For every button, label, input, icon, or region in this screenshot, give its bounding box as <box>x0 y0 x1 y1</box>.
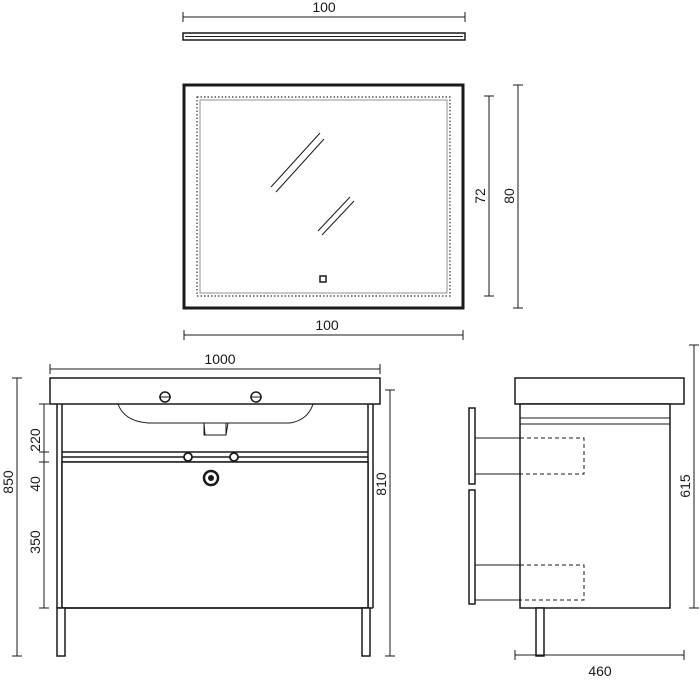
drawer-front <box>61 461 369 609</box>
side-carcass <box>519 403 671 609</box>
gap-height-label: 40 <box>27 476 43 492</box>
cabinet-width-label: 1000 <box>204 351 235 367</box>
right-leg <box>361 607 371 657</box>
mirror-outer-frame <box>182 83 465 310</box>
mirror-top-width-label: 100 <box>312 0 336 15</box>
siphon-outline <box>172 422 238 436</box>
side-basin-top <box>514 377 685 405</box>
basin-bowl <box>117 403 314 424</box>
mirror-bottom-width-label: 100 <box>315 317 339 333</box>
mirror-inner-height-label: 72 <box>472 188 488 204</box>
side-depth-label: 460 <box>588 663 612 679</box>
reflection-line <box>275 138 325 193</box>
mirror-glass <box>199 99 448 294</box>
side-leg <box>535 607 545 657</box>
touch-switch-icon <box>319 275 327 283</box>
cabinet-side-view: 615 460 <box>468 344 699 679</box>
connection-hole-icon <box>183 452 193 462</box>
reflection-line <box>270 132 321 188</box>
mirror-front-view: 100 72 80 <box>182 83 523 340</box>
upper-drawer-hidden <box>520 437 585 475</box>
lower-drawer-height-label: 350 <box>27 530 43 554</box>
lower-drawer-hidden <box>520 564 585 601</box>
upper-drawer-height-label: 220 <box>27 428 43 452</box>
connection-hole-icon <box>229 452 239 462</box>
drain-hole-center <box>208 475 214 481</box>
upper-drawer-front-side <box>468 407 476 485</box>
reflection-line <box>317 196 351 232</box>
lower-drawer-front-side <box>468 489 476 605</box>
left-leg <box>56 607 66 657</box>
cabinet-front-view: 1000 850 <box>0 351 395 657</box>
basin-top <box>49 377 381 405</box>
total-height-label: 850 <box>0 470 16 494</box>
mirror-led-strip <box>196 96 451 297</box>
mirror-top-profile: 100 <box>182 0 466 41</box>
reflection-line <box>321 200 355 236</box>
siphon-body <box>203 422 227 436</box>
mirror-outer-height-label: 80 <box>501 188 517 204</box>
body-height-label: 810 <box>373 472 389 496</box>
side-height-label: 615 <box>677 474 693 498</box>
